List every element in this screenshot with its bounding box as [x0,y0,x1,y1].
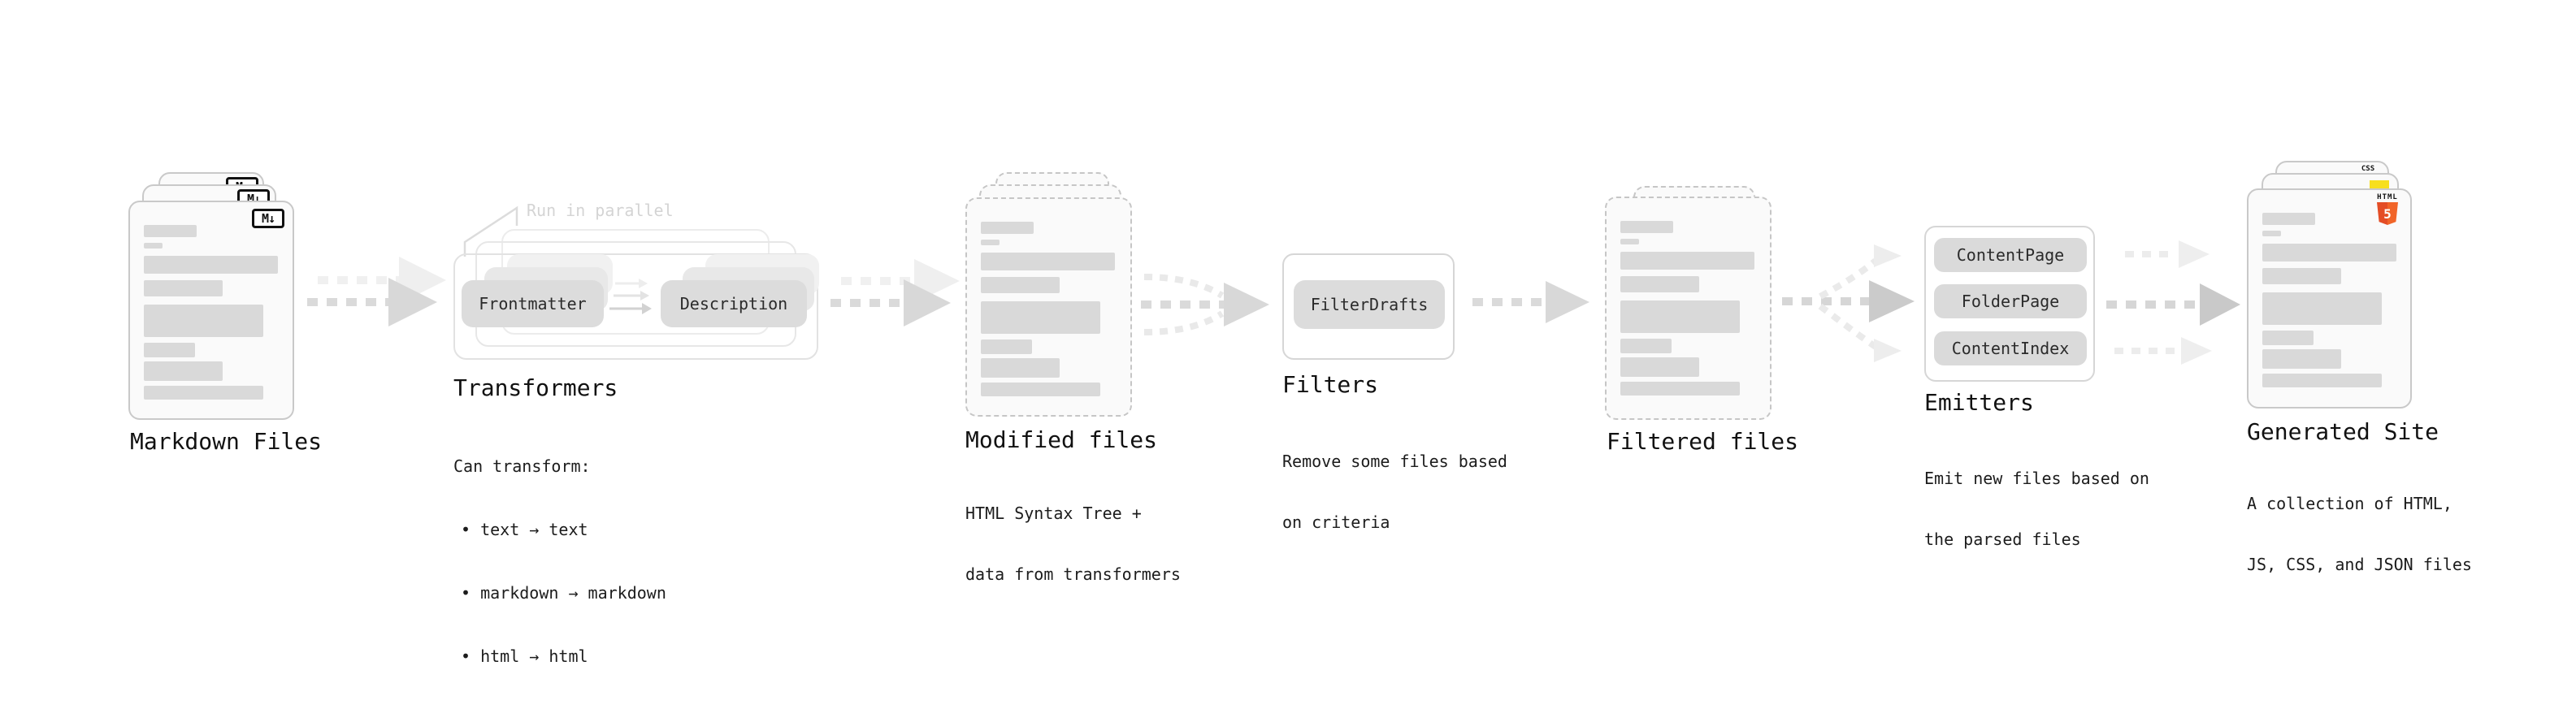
markdown-files-label: Markdown Files [130,428,323,455]
text-line-placeholder [2262,213,2315,225]
note-item: • html → html [461,646,588,666]
text-line-placeholder [2262,292,2382,325]
generated-site-subtext: A collection of HTML, JS, CSS, and JSON … [2247,453,2472,616]
text-line-placeholder [144,386,263,400]
text-line-placeholder [144,305,263,337]
subtext-line: JS, CSS, and JSON files [2247,555,2472,574]
arrow-filtered-to-emitters-fanout [1782,244,1915,362]
subtext-line: Emit new files based on [1924,469,2149,488]
modified-files-subtext: HTML Syntax Tree + data from transformer… [965,463,1181,625]
subtext-line: Remove some files based [1282,452,1507,471]
note-item: • text → text [461,520,588,539]
transformers-label: Transformers [453,374,618,401]
text-line-placeholder [981,240,1000,245]
contentpage-pill: ContentPage [1934,238,2087,272]
emitters-subtext: Emit new files based on the parsed files [1924,428,2149,590]
transformer-box-front [453,253,818,360]
html5-icon: HTML 5 [2373,193,2402,225]
subtext-line: HTML Syntax Tree + [965,504,1142,523]
arrow-layer [307,205,2240,365]
text-line-placeholder [1620,339,1672,353]
text-line-placeholder [144,256,278,274]
generated-html-file-card: HTML 5 [2247,188,2412,409]
text-line-placeholder [1620,221,1673,233]
text-line-placeholder [144,225,197,237]
modified-file-card-front [965,197,1132,417]
text-line-placeholder [981,339,1032,354]
frontmatter-pill: Frontmatter [462,280,604,327]
subtext-line: data from transformers [965,564,1181,584]
text-line-placeholder [981,253,1115,270]
subtext-line: on criteria [1282,512,1390,532]
filters-label: Filters [1282,371,1379,398]
text-line-placeholder [144,280,223,296]
text-line-placeholder [981,358,1060,378]
generated-site-label: Generated Site [2247,418,2439,445]
subtext-line: the parsed files [1924,530,2081,549]
text-line-placeholder [1620,252,1754,270]
text-line-placeholder [2262,231,2281,236]
run-in-parallel-label: Run in parallel [527,201,674,220]
modified-files-label: Modified files [965,426,1158,453]
transformers-notes: Can transform: • text → text • markdown … [453,413,666,709]
text-line-placeholder [981,277,1060,293]
text-line-placeholder [144,243,163,249]
text-line-placeholder [2262,244,2396,262]
arrows-emitters-to-generated [2106,240,2240,365]
markdown-file-card-front: M↓ [128,201,294,420]
text-line-placeholder [2262,374,2382,387]
note-item: • markdown → markdown [461,583,666,603]
arrow-transformers-to-modified [830,259,960,326]
description-pill: Description [661,280,807,327]
arrow-filters-to-filtered [1472,281,1589,323]
subtext-line: A collection of HTML, [2247,494,2452,513]
pipeline-diagram: { "stages": { "markdown_files": { "label… [128,161,2472,666]
filtered-file-card-front [1605,197,1772,420]
text-line-placeholder [981,222,1034,234]
text-line-placeholder [2262,268,2341,284]
text-line-placeholder [2262,349,2341,369]
text-line-placeholder [144,343,195,357]
text-line-placeholder [1620,276,1699,292]
run-in-parallel-callout-line [463,205,518,257]
text-line-placeholder [1620,239,1639,244]
filtered-files-label: Filtered files [1607,428,1799,455]
text-line-placeholder [144,361,223,381]
text-line-placeholder [981,383,1100,396]
text-line-placeholder [981,301,1100,334]
markdown-icon: M↓ [252,209,284,228]
text-line-placeholder [1620,382,1740,396]
text-line-placeholder [2262,331,2314,345]
arrow-modified-to-filters-merge [1141,274,1269,335]
filterdrafts-pill: FilterDrafts [1294,280,1445,329]
emitters-box [1924,226,2095,382]
text-line-placeholder [1620,300,1740,333]
folderpage-pill: FolderPage [1934,284,2087,318]
transformer-parallel-arrows [609,279,652,314]
emitters-label: Emitters [1924,389,2034,416]
filters-subtext: Remove some files based on criteria [1282,411,1507,573]
notes-title: Can transform: [453,456,591,476]
contentindex-pill: ContentIndex [1934,331,2087,365]
arrow-markdown-to-transformers [307,257,446,326]
filters-box [1282,253,1455,360]
text-line-placeholder [1620,357,1699,377]
